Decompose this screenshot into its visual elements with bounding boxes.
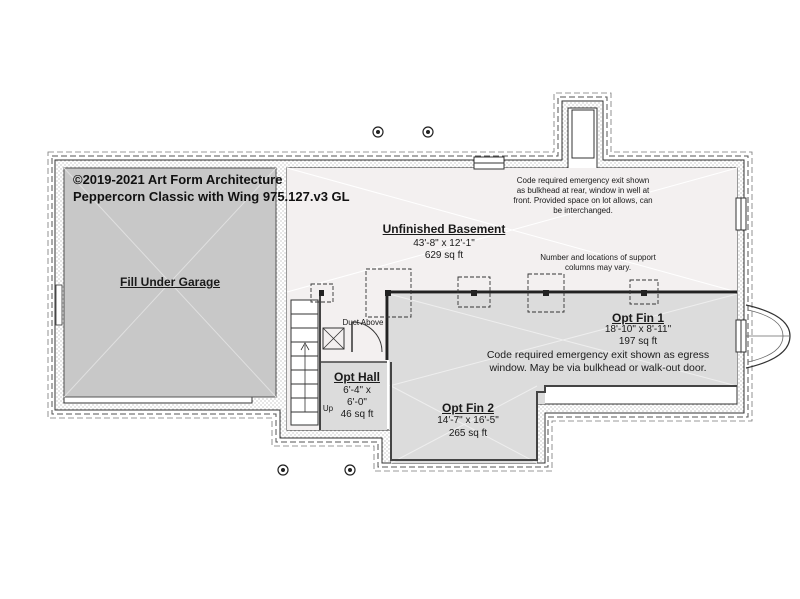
stairs-up-label: Up (322, 404, 334, 413)
basement-diagonal (286, 167, 738, 293)
opt-fin-2-diagonal (390, 385, 538, 464)
egress-note: Code required emergency exit shown as eg… (486, 349, 710, 374)
exterior-column-markers (277, 126, 434, 476)
opt-fin-1-dimensions: 18'-10" x 8'-11" (604, 324, 672, 335)
garage-diagonal (63, 167, 277, 398)
opt-fin-2-dimensions: 14'-7" x 16'-5" (437, 415, 499, 426)
basement-label: Unfinished Basement (382, 222, 506, 236)
opt-hall-label: Opt Hall (333, 370, 380, 384)
bulkhead (571, 109, 595, 159)
stair-treads (290, 299, 319, 426)
opt-hall-area (320, 362, 387, 430)
egress-window-well (745, 304, 791, 369)
opt-fin-2-label: Opt Fin 2 (442, 401, 494, 415)
copyright-line-2: Peppercorn Classic with Wing 975.127.v3 … (73, 189, 350, 204)
duct-above-label: Duct Above (342, 318, 384, 327)
foundation-outline (51, 96, 749, 468)
foundation-outline-outer (47, 92, 753, 472)
opt-fin-1-area: 197 sq ft (618, 336, 658, 347)
support-column-footings (310, 268, 659, 318)
copyright-line-1: ©2019-2021 Art Form Architecture (73, 172, 283, 187)
garage-wall-vent (55, 284, 63, 326)
opt-fin-1-diagonal (388, 293, 738, 387)
opt-hall-dimensions-1: 6'-4" x (343, 385, 371, 396)
partition-wall (390, 362, 737, 461)
columns-note: Number and locations of support columns … (540, 253, 656, 272)
opt-hall-dimensions-2: 6'-0" (347, 397, 367, 408)
opt-hall-area: 46 sq ft (340, 409, 374, 420)
opt-fin-2-area: 265 sq ft (448, 428, 488, 439)
copyright-text: ©2019-2021 Art Form Architecture Pepperc… (73, 171, 350, 205)
basement-dimensions: 43'-8" x 12'-1" (413, 238, 475, 249)
opt-fin-1-label: Opt Fin 1 (612, 311, 664, 325)
basement-area: 629 sq ft (424, 250, 464, 261)
garage-label: Fill Under Garage (119, 275, 221, 289)
basement-fill-area (287, 168, 737, 430)
bulkhead-note: Code required emergency exit shown as bu… (513, 176, 653, 215)
duct-box (322, 327, 345, 350)
door-swing (351, 321, 383, 353)
duct-box-x (322, 327, 345, 350)
support-columns (319, 290, 647, 296)
